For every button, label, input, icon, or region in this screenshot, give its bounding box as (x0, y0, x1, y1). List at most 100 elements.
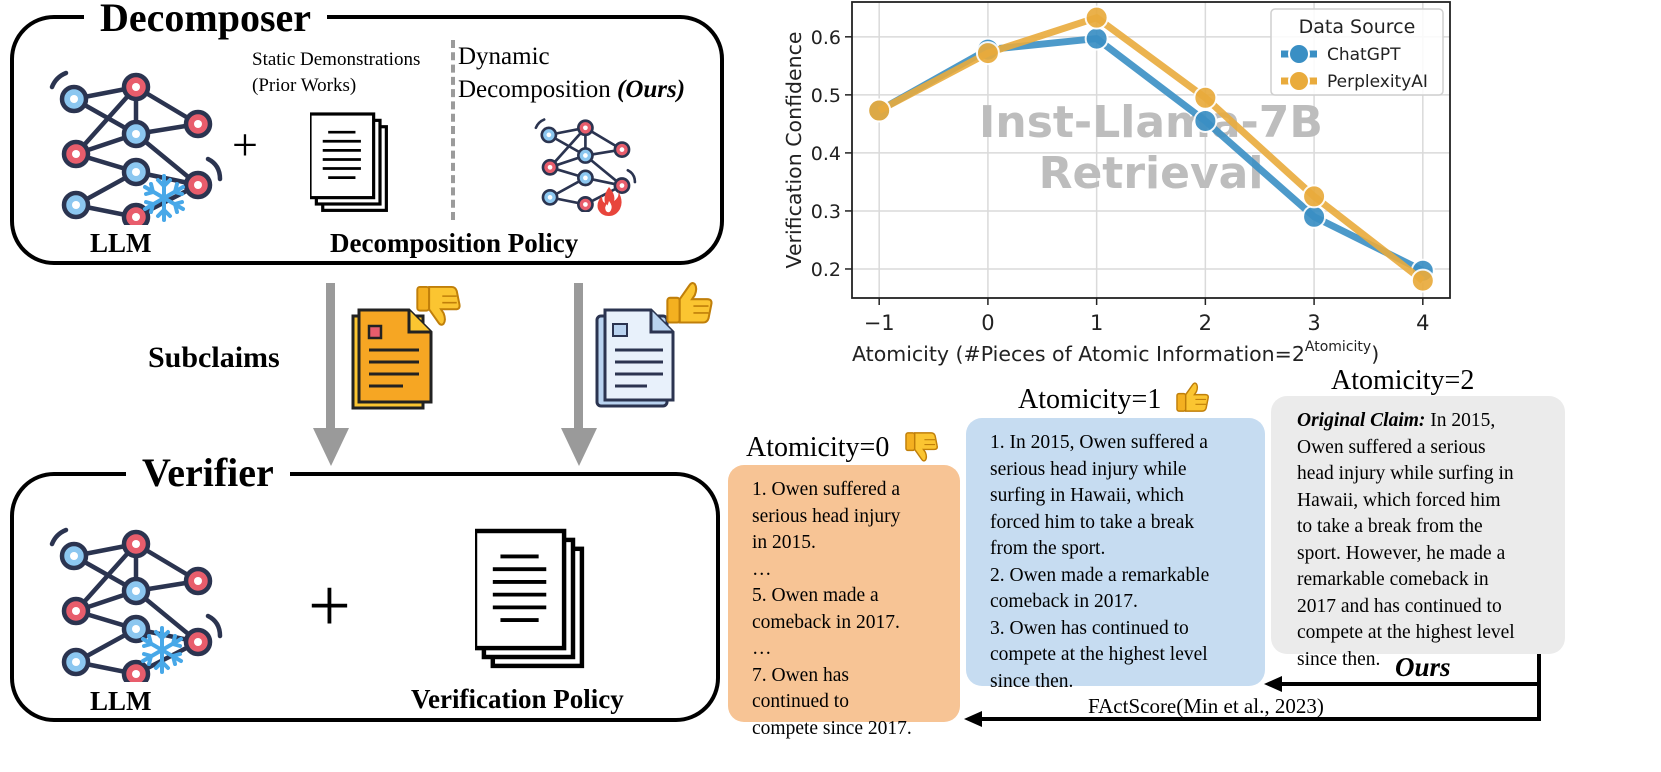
watermark-line1: Inst-Llama-7B (979, 97, 1323, 148)
y-tick-label: 0.6 (811, 27, 841, 49)
example-line: compete at the highest level (1297, 622, 1515, 643)
legend-title: Data Source (1299, 16, 1416, 38)
thumbs-up-icon (1176, 382, 1209, 412)
verifier-llm-label: LLM (90, 686, 152, 716)
atomicity-1-label: Atomicity=1 (1018, 384, 1162, 415)
example-line: since then. (990, 670, 1074, 692)
dynamic-line2: Decomposition (458, 76, 611, 103)
y-tick-label: 0.3 (811, 201, 841, 223)
ours-label: (Ours) (617, 76, 686, 103)
factscore-arrow-label: FActScore(Min et al., 2023) (1088, 694, 1324, 718)
decomposer-title: Decomposer (84, 0, 328, 38)
series-point (867, 98, 892, 123)
left-arrow-head (313, 428, 349, 466)
example-line: comeback in 2017. (752, 611, 900, 633)
example-line: … (752, 558, 772, 580)
example-line: surfing in Hawaii, which (990, 485, 1184, 506)
original-claim-label: Original Claim: (1297, 410, 1426, 431)
example-line: continued to (752, 691, 849, 712)
right-arrow-head (561, 428, 597, 466)
atomicity-0-box: 1. Owen suffered a serious head injury in … (728, 465, 960, 739)
x-tick-label: 2 (1199, 311, 1212, 335)
atomicity-2-label: Atomicity=2 (1331, 365, 1475, 396)
atomicity-1-box: 1. In 2015, Owen suffered a serious head … (966, 418, 1265, 692)
snowflake-icon (141, 626, 183, 674)
legend-swatch-marker (1288, 70, 1310, 92)
example-line: 7. Owen has (752, 664, 849, 686)
legend-label: ChatGPT (1327, 45, 1401, 65)
example-line: compete since 2017. (752, 717, 912, 739)
neural-network-icon (534, 118, 637, 212)
y-tick-label: 0.5 (811, 85, 841, 107)
series-line-1 (877, 14, 1425, 284)
y-tick-label: 0.4 (811, 143, 841, 165)
clipboard-icon (351, 308, 433, 410)
factscore-arrowhead (964, 711, 982, 727)
y-axis-label: Verification Confidence (782, 32, 806, 269)
example-line: 3. Owen has continued to (990, 617, 1189, 639)
example-line: 2017 and has continued to (1297, 595, 1502, 617)
example-line: head injury while surfing in (1297, 463, 1514, 484)
subclaims-label: Subclaims (148, 341, 280, 374)
ours-arrowhead (1264, 676, 1282, 692)
plot-frame (851, 1, 1451, 299)
decomposer-plus: + (232, 119, 258, 170)
example-line: in 2015. (752, 532, 816, 553)
series-point (1410, 268, 1435, 293)
left-arrow-shaft (326, 283, 335, 431)
example-line: Hawaii, which forced him (1297, 489, 1501, 511)
document-stack-icon (310, 112, 388, 212)
example-line: since then. (1297, 648, 1381, 670)
example-line: remarkable comeback in (1297, 569, 1489, 590)
series-point (1302, 204, 1327, 229)
example-line: comeback in 2017. (990, 591, 1138, 612)
series-point (1193, 108, 1218, 133)
verification-policy-label: Verification Policy (411, 684, 624, 714)
series-point (975, 41, 1000, 66)
thumbs-down-icon (416, 285, 461, 326)
series-point (1084, 26, 1109, 51)
dynamic-decomposition-label: Dynamic Decomposition (Ours) (458, 40, 685, 106)
example-line: Owen suffered a serious (1297, 436, 1486, 458)
watermark-line2: Retrieval (1039, 148, 1264, 199)
example-line: 5. Owen made a (752, 585, 879, 606)
static-demo-line1: Static Demonstrations (252, 49, 421, 70)
example-line: serious head injury while (990, 458, 1187, 480)
static-demo-label: Static Demonstrations (Prior Works) (252, 47, 420, 99)
x-tick-label: 3 (1307, 311, 1320, 335)
series-point (1193, 85, 1218, 110)
example-line: 1. Owen suffered a (752, 479, 901, 500)
fire-icon (597, 187, 622, 216)
legend-swatch-marker (1288, 43, 1310, 65)
policy-divider (451, 40, 455, 220)
series-point (1084, 5, 1109, 30)
example-line: … (752, 638, 772, 659)
example-line: compete at the highest level (990, 644, 1208, 665)
decomposer-llm-label: LLM (90, 228, 152, 258)
right-arrow-shaft (574, 283, 583, 431)
document-icon (595, 308, 675, 408)
example-line: sport. However, he made a (1297, 542, 1506, 564)
series-point (1302, 184, 1327, 209)
static-demo-line2: (Prior Works) (252, 75, 357, 96)
neural-network-icon (42, 65, 232, 225)
atomicity-0-label: Atomicity=0 (746, 432, 890, 463)
original-claim-first-line: In 2015, (1425, 410, 1496, 431)
legend-label: PerplexityAI (1327, 72, 1428, 92)
dynamic-line1: Dynamic (458, 43, 550, 70)
verifier-plus: + (308, 564, 351, 648)
example-line: to take a break from the (1297, 516, 1483, 537)
example-line: serious head injury (752, 505, 901, 527)
connector-vertical (1537, 654, 1541, 720)
verifier-title: Verifier (126, 453, 290, 493)
thumbs-up-icon (666, 281, 713, 324)
x-tick-label: 4 (1416, 311, 1429, 335)
example-line: 2. Owen made a remarkable (990, 564, 1210, 586)
ours-arrow-label: Ours (1395, 652, 1451, 682)
x-tick-label: 1 (1090, 311, 1103, 335)
ours-connector (1277, 682, 1539, 686)
example-line: 1. In 2015, Owen suffered a (990, 432, 1208, 453)
decomposition-policy-label: Decomposition Policy (330, 228, 579, 258)
factscore-connector (978, 717, 1541, 721)
